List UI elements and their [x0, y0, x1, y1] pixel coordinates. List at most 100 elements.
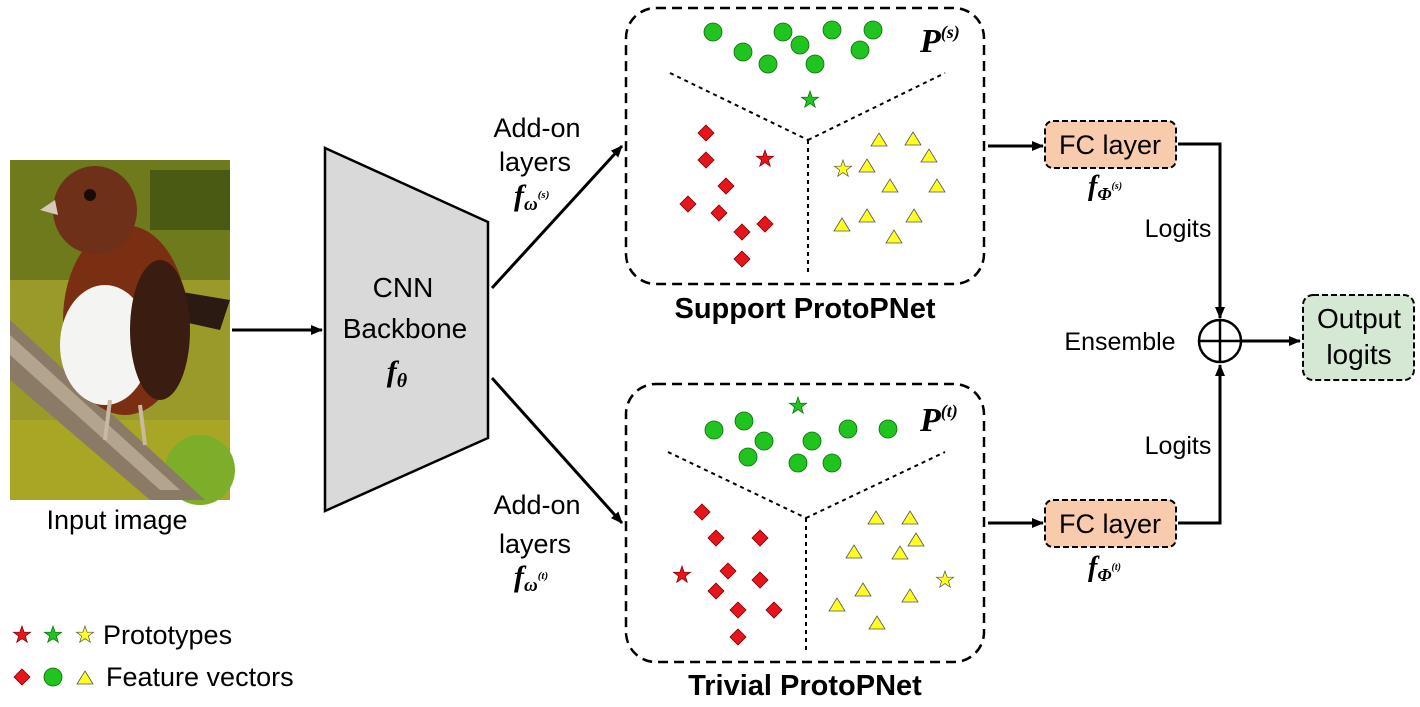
- output-line1: Output: [1317, 303, 1401, 334]
- feature-vector-green: [734, 411, 754, 431]
- trivial-protopnet-title: Trivial ProtoPNet: [688, 670, 922, 702]
- feature-vector-green: [805, 54, 825, 74]
- feature-vector-yellow: [858, 158, 876, 173]
- feature-vector-red: [693, 503, 711, 521]
- feature-vector-green: [802, 431, 822, 451]
- legend: Prototypes Feature vectors: [13, 620, 294, 692]
- arrow-support-logits: [1178, 142, 1225, 319]
- backbone-line2: Backbone: [343, 313, 468, 344]
- support-protopnet-title: Support ProtoPNet: [675, 293, 936, 325]
- feature-vector-green: [790, 35, 810, 55]
- feature-vector-green: [863, 20, 883, 40]
- output-logits-box: [1302, 294, 1415, 381]
- feature-vector-red: [729, 601, 747, 619]
- feature-vector-yellow: [833, 217, 851, 232]
- feature-vector-yellow: [905, 208, 923, 223]
- support-addon-symbol: fω(s): [514, 179, 549, 215]
- feature-vector-red: [733, 250, 751, 268]
- feature-vector-yellow: [854, 582, 872, 597]
- feature-vector-green: [878, 419, 898, 439]
- feature-vector-green: [788, 453, 808, 473]
- input-image: [10, 160, 235, 505]
- legend-feature-yellow: [76, 670, 94, 685]
- feature-vector-red: [756, 215, 774, 233]
- trivial-addon-line1: Add-on: [493, 490, 580, 520]
- prototype-yellow: [834, 159, 852, 177]
- feature-vector-green: [773, 22, 793, 42]
- ensemble-plus-icon: [1197, 318, 1243, 364]
- feature-vector-green: [738, 447, 758, 467]
- feature-vector-red: [719, 562, 737, 580]
- backbone-line1: CNN: [373, 272, 434, 303]
- feature-vector-yellow: [891, 545, 909, 560]
- trivial-addon-line2: layers: [499, 529, 571, 559]
- feature-vector-green: [754, 431, 774, 451]
- feature-vector-green: [822, 20, 842, 40]
- prototype-red: [756, 149, 774, 167]
- feature-vector-green: [822, 453, 842, 473]
- legend-prototype-red: [13, 625, 31, 643]
- feature-vector-red: [679, 195, 697, 213]
- support-fc-layer: [1044, 120, 1177, 169]
- feature-vector-yellow: [867, 510, 885, 525]
- input-caption: Input image: [46, 505, 187, 535]
- feature-vector-yellow: [868, 615, 886, 630]
- feature-vector-yellow: [881, 178, 899, 193]
- legend-prototype-green: [44, 625, 62, 643]
- feature-vector-green: [758, 54, 778, 74]
- feature-vector-yellow: [901, 510, 919, 525]
- feature-vector-red: [733, 223, 751, 241]
- feature-vector-yellow: [928, 178, 946, 193]
- legend-feature-green: [43, 667, 63, 687]
- trivial-logits-label: Logits: [1145, 432, 1212, 460]
- feature-vector-yellow: [907, 532, 925, 547]
- output-line2: logits: [1326, 339, 1391, 370]
- feature-vector-yellow: [858, 208, 876, 223]
- legend-feature-red: [13, 668, 31, 686]
- feature-vector-yellow: [845, 544, 863, 559]
- feature-vector-red: [710, 204, 728, 222]
- trivial-fc-symbol: fΦ(t): [1088, 552, 1121, 585]
- feature-vector-red: [765, 601, 783, 619]
- feature-vector-red: [707, 582, 725, 600]
- feature-vector-red: [751, 571, 769, 589]
- trivial-protopnet-box: [624, 382, 986, 664]
- support-fc-symbol: fΦ(s): [1088, 171, 1122, 204]
- support-logits-label: Logits: [1145, 215, 1212, 243]
- legend-features-label: Feature vectors: [106, 662, 294, 692]
- feature-vector-red: [751, 529, 769, 547]
- trivial-proto-symbol: P(t): [919, 401, 958, 439]
- feature-vector-yellow: [904, 131, 922, 146]
- feature-vector-green: [733, 42, 753, 62]
- arrow-backbone-to-support: [490, 144, 624, 290]
- prototype-red: [673, 565, 691, 583]
- feature-vector-yellow: [828, 597, 846, 612]
- feature-vector-yellow: [920, 148, 938, 163]
- trivial-addon-symbol: fω(t): [514, 560, 548, 596]
- feature-vector-yellow: [901, 588, 919, 603]
- feature-vector-yellow: [885, 229, 903, 244]
- backbone-symbol: fθ: [387, 355, 408, 392]
- arrow-backbone-to-trivial: [490, 376, 624, 525]
- feature-vector-yellow: [870, 132, 888, 147]
- prototype-green: [789, 396, 807, 414]
- support-proto-symbol: P(s): [919, 22, 960, 60]
- feature-vector-red: [729, 628, 747, 646]
- feature-vector-green: [704, 420, 724, 440]
- support-fc-label: FC layer: [1059, 130, 1161, 160]
- prototype-yellow: [936, 570, 954, 588]
- feature-vector-red: [707, 529, 725, 547]
- support-addon-line2: layers: [499, 147, 571, 177]
- feature-vector-red: [697, 124, 715, 142]
- feature-vector-green: [703, 22, 723, 42]
- feature-vector-red: [717, 177, 735, 195]
- trivial-fc-label: FC layer: [1059, 509, 1161, 539]
- support-addon-line1: Add-on: [493, 113, 580, 143]
- backbone-block: [323, 146, 490, 513]
- feature-vector-green: [838, 419, 858, 439]
- arrow-trivial-logits: [1178, 364, 1225, 525]
- ensemble-label: Ensemble: [1064, 328, 1175, 356]
- support-protopnet-box: [624, 6, 986, 286]
- feature-vector-red: [697, 151, 715, 169]
